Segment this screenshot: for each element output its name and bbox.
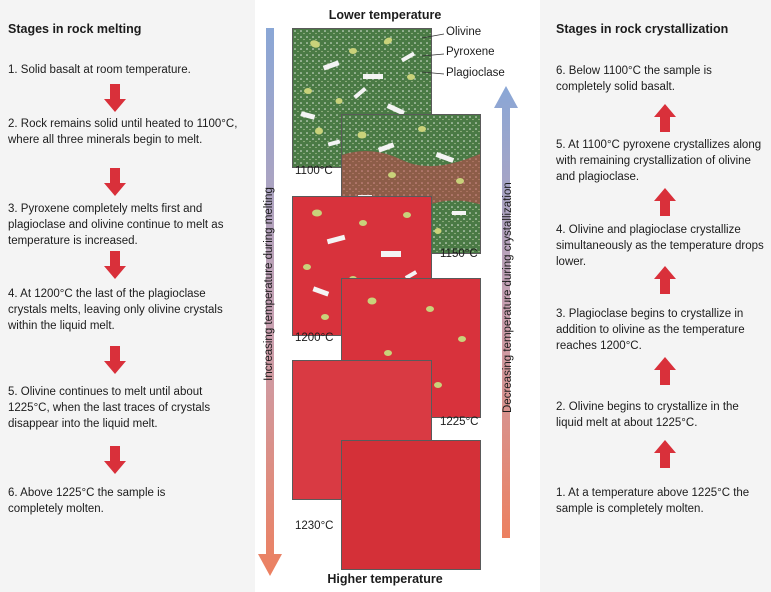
melting-step-3: 3. Pyroxene completely melts first and p…: [8, 203, 224, 247]
temp-1200-label: 1200°C: [295, 332, 334, 344]
temp-1100-label: 1100°C: [295, 165, 333, 177]
mineral-leader-lines: [421, 33, 445, 75]
plagioclase-label: Plagioclase: [446, 67, 505, 79]
up-arrow-icon: [654, 188, 676, 216]
down-arrow-icon: [104, 251, 126, 279]
melting-step-4: 4. At 1200°C the last of the plagioclase…: [8, 288, 223, 332]
crystallization-stages-heading: Stages in rock crystallization: [556, 22, 729, 36]
melting-step-1: 1. Solid basalt at room temperature.: [8, 64, 191, 76]
up-arrow-icon: [654, 104, 676, 132]
crystallization-axis-label: Decreasing temperature during crystalliz…: [502, 182, 514, 413]
temp-1230-label: 1230°C: [295, 520, 334, 532]
olivine-label: Olivine: [446, 26, 482, 38]
temp-1150-label: 1150°C: [440, 248, 478, 260]
melting-axis-label: Increasing temperature during melting: [263, 187, 275, 381]
down-arrow-icon: [104, 346, 126, 374]
pyroxene-label: Pyroxene: [446, 46, 495, 58]
down-arrow-icon: [104, 168, 126, 196]
sample-molten: [341, 440, 481, 570]
temp-1225-label: 1225°C: [440, 416, 479, 428]
melting-step-6: 6. Above 1225°C the sample is completely…: [8, 487, 166, 515]
up-arrow-icon: [654, 266, 676, 294]
crystallization-stages-panel: Stages in rock crystallization 6. Below …: [540, 0, 771, 592]
melting-stages-panel: Stages in rock melting 1. Solid basalt a…: [0, 0, 255, 592]
crystallization-step-5: 5. At 1100°C pyroxene crystallizes along…: [556, 139, 762, 183]
melting-step-2: 2. Rock remains solid until heated to 11…: [8, 118, 238, 146]
up-arrow-icon: [654, 440, 676, 468]
crystallization-temperature-arrow: [494, 86, 518, 538]
melting-stages-heading: Stages in rock melting: [8, 22, 142, 36]
crystallization-step-1: 1. At a temperature above 1225°C the sam…: [556, 487, 750, 515]
crystallization-step-6: 6. Below 1100°C the sample is completely…: [556, 65, 712, 93]
down-arrow-icon: [104, 446, 126, 474]
crystallization-step-2: 2. Olivine begins to crystallize in the …: [556, 401, 739, 429]
crystallization-step-3: 3. Plagioclase begins to crystallize in …: [556, 308, 745, 352]
up-arrow-icon: [654, 357, 676, 385]
crystallization-step-4: 4. Olivine and plagioclase crystallize s…: [556, 224, 764, 268]
lower-temperature-label: Lower temperature: [328, 8, 442, 22]
higher-temperature-label: Higher temperature: [327, 572, 443, 586]
melting-temperature-arrow: [258, 28, 282, 576]
melting-step-5: 5. Olivine continues to melt until about…: [8, 386, 211, 430]
down-arrow-icon: [104, 84, 126, 112]
